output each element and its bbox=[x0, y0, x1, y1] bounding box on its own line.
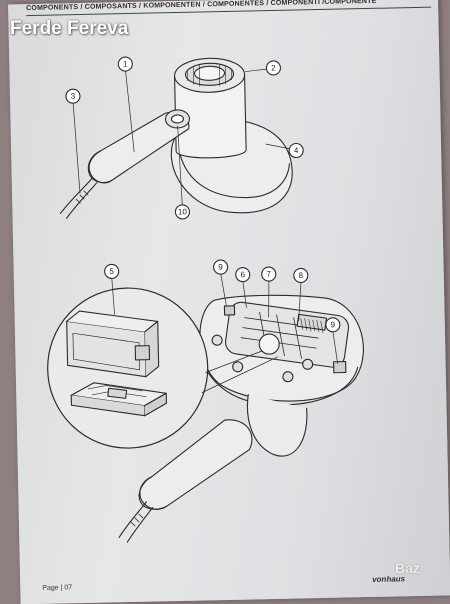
callout-10: 10 bbox=[178, 207, 188, 216]
callout-5: 5 bbox=[109, 267, 114, 276]
leader-9b bbox=[332, 331, 338, 365]
callout-circle-5 bbox=[104, 263, 120, 279]
callout-circle-10 bbox=[174, 204, 190, 220]
leader-10 bbox=[177, 125, 183, 206]
callout-circle-2 bbox=[265, 60, 281, 76]
vacuum-top-view bbox=[59, 57, 293, 219]
callout-circle-1 bbox=[117, 56, 133, 72]
manual-page: COMPONENTS / COMPOSANTS / KOMPONENTEN / … bbox=[8, 0, 450, 604]
callout-circle-3 bbox=[65, 88, 81, 104]
callout-circle-4 bbox=[288, 142, 304, 159]
inset-connector-top bbox=[205, 350, 262, 373]
callout-9-top: 9 bbox=[218, 263, 223, 272]
callout-2: 2 bbox=[271, 63, 276, 72]
inset-connector-bottom bbox=[201, 356, 278, 393]
leader-9a bbox=[220, 273, 227, 307]
callout-4: 4 bbox=[294, 146, 299, 155]
leader-1 bbox=[125, 69, 135, 153]
dust-container-inset bbox=[47, 287, 209, 449]
leader-7 bbox=[268, 280, 270, 318]
callout-circle-6 bbox=[235, 267, 251, 283]
leader-2 bbox=[245, 68, 267, 72]
callout-1: 1 bbox=[123, 60, 128, 69]
leader-6 bbox=[242, 281, 247, 308]
callout-9-bottom: 9 bbox=[331, 320, 336, 329]
leader-3 bbox=[72, 102, 81, 194]
leader-8 bbox=[298, 282, 302, 321]
watermark-text: Ferde Fereva bbox=[10, 18, 129, 39]
callout-circle-9b bbox=[325, 317, 341, 333]
callout-circle-7 bbox=[261, 266, 277, 282]
callout-8: 8 bbox=[298, 271, 303, 280]
callout-circle-9a bbox=[213, 259, 229, 275]
leader-5 bbox=[111, 278, 115, 315]
callout-7: 7 bbox=[266, 270, 271, 279]
callout-6: 6 bbox=[240, 270, 245, 279]
callout-3: 3 bbox=[71, 92, 76, 101]
leader-4 bbox=[265, 143, 290, 149]
callout-circle-8 bbox=[293, 267, 309, 283]
corner-logo: Baz bbox=[395, 560, 420, 576]
components-diagram: 1 2 3 4 10 5 6 7 8 9 9 bbox=[47, 56, 364, 543]
page-number: Page | 07 bbox=[42, 584, 73, 592]
